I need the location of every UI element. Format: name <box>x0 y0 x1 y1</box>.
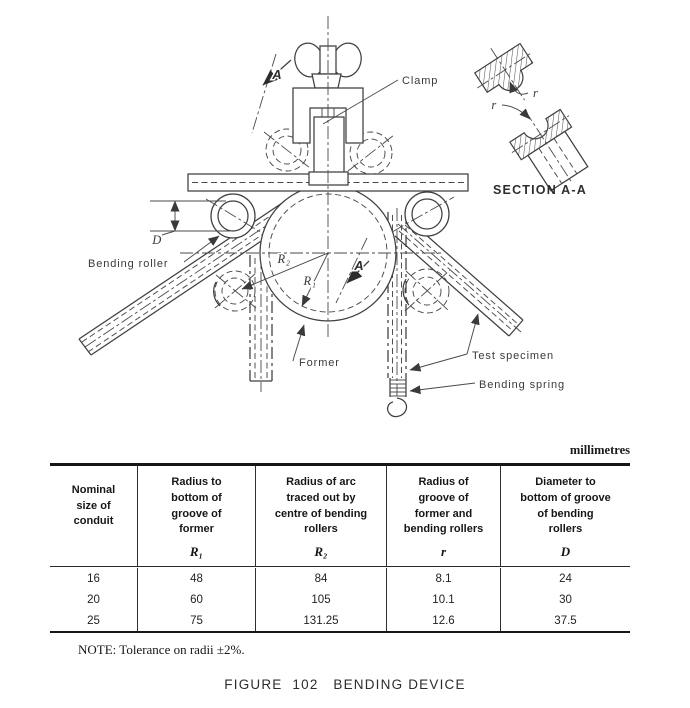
header-cell: Radius of arc traced out by centre of be… <box>256 466 387 566</box>
clamp-piston <box>313 116 345 175</box>
phantom-roller-upper-right <box>347 131 395 175</box>
section-roller-piece <box>473 42 534 101</box>
table-cell: 12.6 <box>387 610 501 631</box>
phantom-roller-lower-right <box>402 268 451 314</box>
header-symbol: R₁ <box>189 543 204 559</box>
bending-roller-label: Bending roller <box>88 258 168 270</box>
callout-former: Former <box>292 324 340 371</box>
bending-device-drawing: D A A R <box>78 16 566 418</box>
header-cell: Radius to bottom of groove of former R₁ <box>138 466 256 566</box>
bending-spring-part <box>389 378 407 397</box>
section-letter-lower: A <box>353 258 363 273</box>
radius-r2-label: R₂ <box>277 252 291 266</box>
test-specimen-right-tube <box>394 219 524 337</box>
table-cell: 16 <box>50 568 138 589</box>
header-symbol: r <box>440 543 447 559</box>
table-cell: 84 <box>256 568 387 589</box>
section-plane-lower: A <box>335 237 370 304</box>
header-label: Nominal size of conduit <box>71 484 116 528</box>
test-specimen-label: Test specimen <box>472 350 554 362</box>
table-cell: 24 <box>559 572 572 585</box>
radius-leaders: R₂ R₁ <box>241 251 329 307</box>
table-cell: 105 <box>256 589 387 610</box>
phantom-roller-upper-left <box>263 128 311 172</box>
tolerance-note: NOTE: Tolerance on radii ±2%. <box>78 642 245 657</box>
header-label: Radius to bottom of groove of former <box>171 476 222 536</box>
header-label: Diameter to bottom of groove of bending … <box>520 476 611 536</box>
hook-part <box>387 397 408 418</box>
table-header-row: Nominal size of conduit Radius to bottom… <box>50 466 630 567</box>
clamp-label: Clamp <box>402 75 438 87</box>
callout-bending-roller: Bending roller <box>87 235 220 272</box>
table-cell: 25 <box>50 610 138 631</box>
radius-r1-label: R₁ <box>303 274 317 288</box>
table-row: 25 75 131.25 12.6 37.5 <box>50 610 630 631</box>
table-cell: 48 <box>138 568 256 589</box>
table-cell: 20 <box>50 589 138 610</box>
section-a-a-detail: r r SECTION A-A <box>473 42 589 197</box>
header-cell: Nominal size of conduit <box>50 466 138 566</box>
dimension-d: D <box>150 200 230 249</box>
header-label: Radius of arc traced out by centre of be… <box>274 476 368 536</box>
table-row: 20 60 105 10.1 30 <box>50 589 630 610</box>
clamp-body <box>292 87 364 144</box>
clamp-foot <box>308 171 349 186</box>
dim-d-label: D <box>151 233 162 247</box>
header-label: Radius of groove of former and bending r… <box>403 476 484 536</box>
section-plane-upper: A <box>251 53 292 134</box>
table-body: 16 48 84 8.1 24 20 60 105 10.1 30 25 75 … <box>50 567 630 631</box>
bending-roller-left <box>205 193 263 239</box>
section-groove-r-upper: r <box>533 86 538 100</box>
table-cell: 30 <box>559 593 572 606</box>
header-symbol: R₂ <box>314 543 328 559</box>
table-cell: 131.25 <box>256 610 387 631</box>
callout-test-specimen: Test specimen <box>409 313 555 372</box>
clamp-assembly <box>292 42 364 186</box>
header-cell: Radius of groove of former and bending r… <box>387 466 501 566</box>
figure-caption: FIGURE 102 BENDING DEVICE <box>224 677 466 692</box>
former-label: Former <box>299 357 340 369</box>
bending-spring-label: Bending spring <box>479 379 565 391</box>
units-label: millimetres <box>569 443 630 457</box>
table-cell: 75 <box>138 610 256 631</box>
table-row: 16 48 84 8.1 24 <box>50 568 630 589</box>
header-symbol: D <box>560 543 571 559</box>
table-cell: 37.5 <box>554 614 577 627</box>
section-groove-r-lower: r <box>491 98 496 112</box>
table-cell: 10.1 <box>387 589 501 610</box>
callout-clamp: Clamp <box>322 74 439 125</box>
header-cell: Diameter to bottom of groove of bending … <box>501 466 630 566</box>
bending-device-figure: D A A R <box>78 16 589 418</box>
section-letter-upper: A <box>271 67 281 82</box>
table-cell: 8.1 <box>387 568 501 589</box>
bending-roller-right <box>391 191 455 237</box>
phantom-roller-lower-left <box>213 270 257 312</box>
table-cell: 60 <box>138 589 256 610</box>
section-title: SECTION A-A <box>493 183 587 197</box>
bending-device-table: Nominal size of conduit Radius to bottom… <box>50 463 630 633</box>
callout-bending-spring: Bending spring <box>409 378 566 395</box>
wing-nut-base <box>311 73 342 89</box>
section-former-piece <box>509 108 589 192</box>
